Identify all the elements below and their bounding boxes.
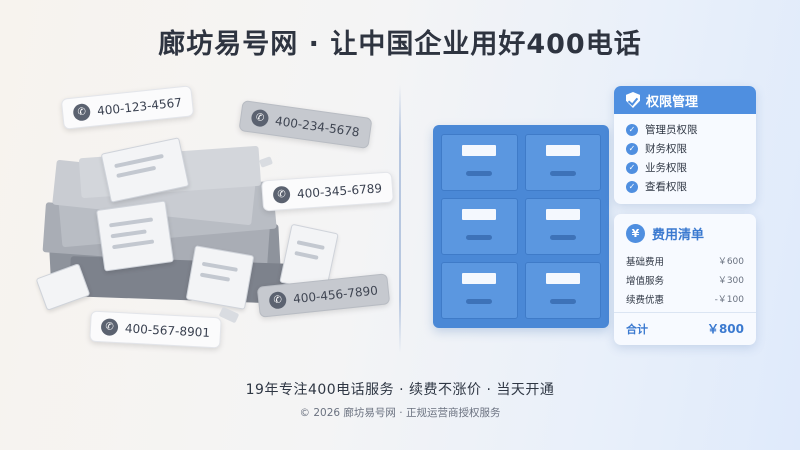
check-circle-icon: ✓ bbox=[626, 142, 638, 155]
permission-list: ✓ 管理员权限 ✓ 财务权限 ✓ 业务权限 ✓ 查看权限 bbox=[614, 114, 756, 204]
cabinet-drawer bbox=[524, 262, 601, 319]
permission-card-header: 权限管理 bbox=[614, 86, 756, 114]
fee-amount: ￥600 bbox=[717, 257, 744, 267]
phone-icon: ✆ bbox=[268, 290, 288, 310]
page-title: 廊坊易号网 · 让中国企业用好400电话 bbox=[158, 29, 642, 60]
permission-card: 权限管理 ✓ 管理员权限 ✓ 财务权限 ✓ 业务权限 ✓ 查看权限 bbox=[614, 86, 756, 204]
phone-number: 400-234-5678 bbox=[274, 113, 361, 140]
shield-check-icon bbox=[626, 92, 640, 108]
fee-list: 基础费用 ￥600 增值服务 ￥300 续费优惠 -￥100 bbox=[614, 247, 756, 308]
phone-tag: ✆ 400-567-8901 bbox=[89, 310, 222, 349]
cabinet-drawer bbox=[441, 134, 518, 191]
permission-label: 财务权限 bbox=[645, 143, 687, 155]
fee-card-header: ¥ 费用清单 bbox=[614, 214, 756, 247]
paper-scrap bbox=[258, 156, 274, 168]
slogan: 19年专注400电话服务 · 续费不涨价 · 当天开通 bbox=[245, 382, 555, 398]
cabinet-drawer bbox=[524, 198, 601, 255]
paper-document bbox=[96, 200, 174, 272]
phone-number: 400-123-4567 bbox=[96, 94, 183, 118]
cabinet-drawer bbox=[441, 262, 518, 319]
fee-card: ¥ 费用清单 基础费用 ￥600 增值服务 ￥300 续费优惠 -￥100 合计… bbox=[614, 214, 756, 345]
permission-label: 业务权限 bbox=[645, 162, 687, 174]
fee-card-title: 费用清单 bbox=[652, 228, 705, 243]
check-circle-icon: ✓ bbox=[626, 180, 638, 193]
cabinet-drawer bbox=[441, 198, 518, 255]
phone-icon: ✆ bbox=[272, 185, 291, 204]
fee-total-value: ￥800 bbox=[706, 322, 744, 336]
fee-label: 续费优惠 bbox=[626, 294, 665, 306]
paper-document bbox=[185, 245, 255, 310]
phone-number: 400-345-6789 bbox=[296, 180, 383, 201]
fee-label: 基础费用 bbox=[626, 256, 665, 268]
fee-row: 续费优惠 -￥100 bbox=[626, 289, 744, 308]
phone-number: 400-456-7890 bbox=[292, 282, 379, 306]
permission-card-title: 权限管理 bbox=[646, 94, 699, 110]
permission-label: 管理员权限 bbox=[645, 124, 698, 136]
permission-item: ✓ 管理员权限 bbox=[626, 120, 744, 139]
fee-total-label: 合计 bbox=[626, 322, 648, 336]
fee-row: 增值服务 ￥300 bbox=[626, 270, 744, 289]
phone-icon: ✆ bbox=[72, 102, 92, 122]
paper-scrap bbox=[218, 306, 240, 324]
permission-item: ✓ 业务权限 bbox=[626, 158, 744, 177]
file-cabinet-illustration bbox=[433, 125, 609, 328]
fee-amount: -￥100 bbox=[714, 295, 744, 305]
check-circle-icon: ✓ bbox=[626, 161, 638, 174]
check-circle-icon: ✓ bbox=[626, 123, 638, 136]
permission-item: ✓ 财务权限 bbox=[626, 139, 744, 158]
fee-amount: ￥300 bbox=[717, 276, 744, 286]
copyright-text: © 2026 廊坊易号网 · 正规运营商授权服务 bbox=[299, 407, 501, 419]
center-divider bbox=[399, 85, 401, 353]
permission-label: 查看权限 bbox=[645, 181, 687, 193]
fee-label: 增值服务 bbox=[626, 275, 665, 287]
fee-total: 合计 ￥800 bbox=[614, 312, 756, 345]
phone-icon: ✆ bbox=[100, 318, 119, 337]
cabinet-drawer bbox=[524, 134, 601, 191]
yen-icon: ¥ bbox=[626, 224, 645, 243]
phone-number: 400-567-8901 bbox=[124, 320, 211, 340]
permission-item: ✓ 查看权限 bbox=[626, 177, 744, 196]
fee-row: 基础费用 ￥600 bbox=[626, 251, 744, 270]
phone-icon: ✆ bbox=[250, 108, 270, 128]
